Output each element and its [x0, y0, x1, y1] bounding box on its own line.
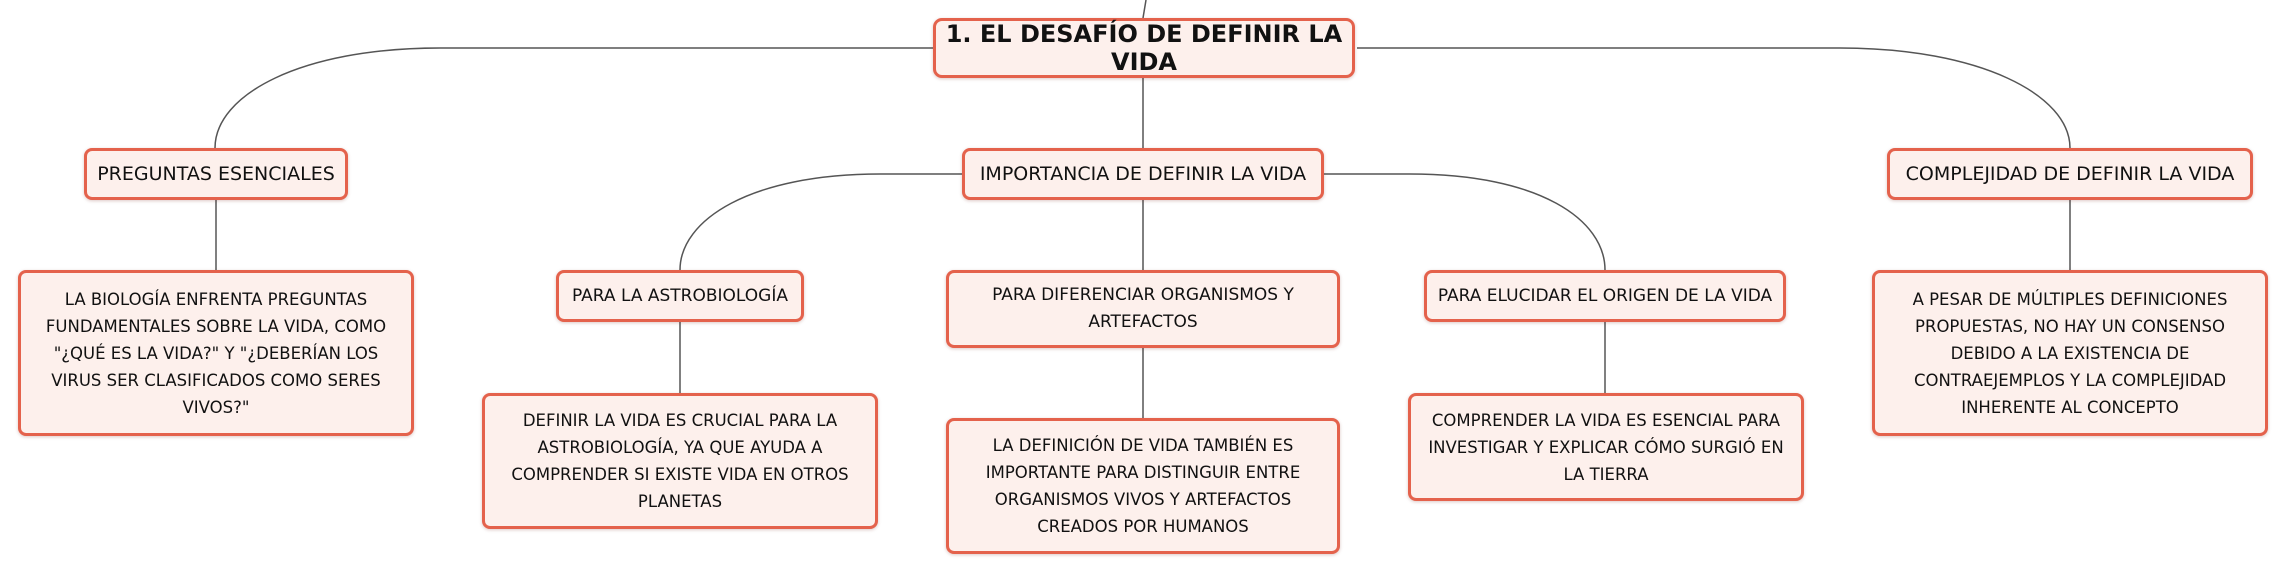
topic-complejidad-label: COMPLEJIDAD DE DEFINIR LA VIDA — [1905, 163, 2235, 185]
detail-preguntas-text: LA BIOLOGÍA ENFRENTA PREGUNTAS FUNDAMENT… — [45, 289, 387, 417]
connector-importancia-astrobiologia — [679, 173, 964, 271]
topic-importancia[interactable]: IMPORTANCIA DE DEFINIR LA VIDA — [962, 148, 1324, 200]
detail-complejidad-text: A PESAR DE MÚLTIPLES DEFINICIONES PROPUE… — [1912, 289, 2228, 417]
detail-astrobiologia[interactable]: DEFINIR LA VIDA ES CRUCIAL PARA LA ASTRO… — [482, 393, 878, 529]
subtopic-astrobiologia-label: PARA LA ASTROBIOLOGÍA — [572, 286, 788, 306]
detail-diferenciar-text: LA DEFINICIÓN DE VIDA TAMBIÉN ES IMPORTA… — [985, 436, 1301, 536]
detail-diferenciar[interactable]: LA DEFINICIÓN DE VIDA TAMBIÉN ES IMPORTA… — [946, 418, 1340, 554]
detail-astrobiologia-text: DEFINIR LA VIDA ES CRUCIAL PARA LA ASTRO… — [511, 411, 849, 511]
subtopic-diferenciar-label: PARA DIFERENCIAR ORGANISMOS Y ARTEFACTOS — [992, 285, 1294, 332]
subtopic-origen[interactable]: PARA ELUCIDAR EL ORIGEN DE LA VIDA — [1424, 270, 1786, 322]
topic-preguntas-esenciales-label: PREGUNTAS ESENCIALES — [97, 163, 335, 185]
topic-preguntas-esenciales[interactable]: PREGUNTAS ESENCIALES — [84, 148, 348, 200]
connector-root-parent — [1142, 0, 1147, 19]
subtopic-origen-label: PARA ELUCIDAR EL ORIGEN DE LA VIDA — [1437, 286, 1773, 306]
connector-root-preguntas — [214, 47, 935, 149]
connector-importancia-origen — [1322, 173, 1606, 271]
root-topic[interactable]: 1. EL DESAFÍO DE DEFINIR LA VIDA — [933, 18, 1355, 78]
subtopic-astrobiologia[interactable]: PARA LA ASTROBIOLOGÍA — [556, 270, 804, 322]
root-topic-label: 1. EL DESAFÍO DE DEFINIR LA VIDA — [945, 20, 1343, 76]
detail-origen[interactable]: COMPRENDER LA VIDA ES ESENCIAL PARA INVE… — [1408, 393, 1804, 501]
topic-complejidad[interactable]: COMPLEJIDAD DE DEFINIR LA VIDA — [1887, 148, 2253, 200]
subtopic-diferenciar[interactable]: PARA DIFERENCIAR ORGANISMOS Y ARTEFACTOS — [946, 270, 1340, 348]
detail-preguntas[interactable]: LA BIOLOGÍA ENFRENTA PREGUNTAS FUNDAMENT… — [18, 270, 414, 436]
detail-complejidad[interactable]: A PESAR DE MÚLTIPLES DEFINICIONES PROPUE… — [1872, 270, 2268, 436]
detail-origen-text: COMPRENDER LA VIDA ES ESENCIAL PARA INVE… — [1428, 410, 1784, 484]
connector-root-complejidad — [1357, 47, 2071, 149]
topic-importancia-label: IMPORTANCIA DE DEFINIR LA VIDA — [979, 163, 1307, 185]
